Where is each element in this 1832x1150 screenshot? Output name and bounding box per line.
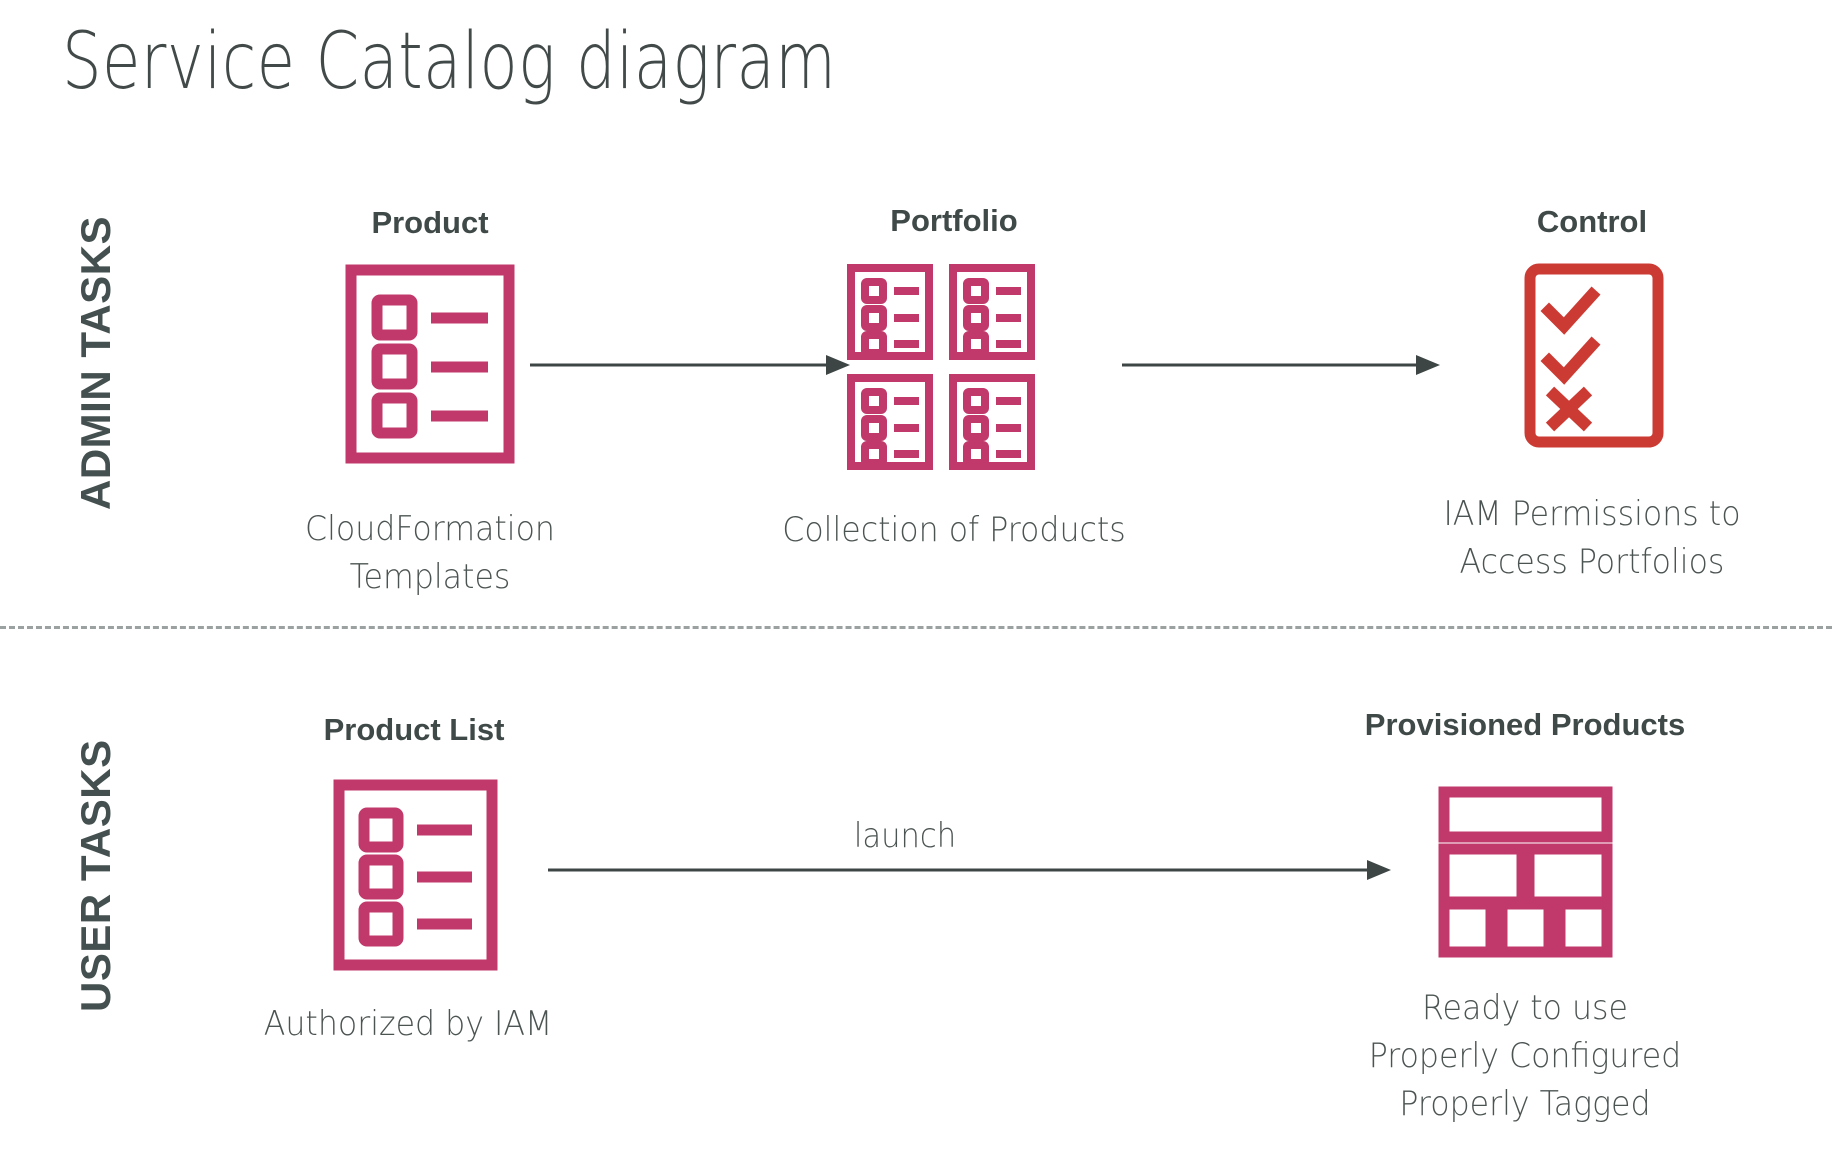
caption-control: IAM Permissions to Access Portfolios xyxy=(1443,490,1740,586)
arrow-portfolio-to-control xyxy=(1122,350,1440,385)
caption-line: IAM Permissions to xyxy=(1443,494,1741,534)
edge-label-launch: launch xyxy=(853,816,957,856)
product-list-document-icon xyxy=(333,779,498,976)
caption-provisioned-products: Ready to use Properly Configured Properl… xyxy=(1369,984,1681,1128)
checklist-approval-icon xyxy=(1524,263,1664,453)
caption-line: Properly Configured xyxy=(1368,1036,1682,1076)
node-title-product-list: Product List xyxy=(323,712,505,747)
product-list-document-icon xyxy=(345,264,515,469)
node-title-control: Control xyxy=(1536,204,1648,239)
caption-line: Collection of Products xyxy=(782,510,1126,550)
portfolio-four-documents-icon xyxy=(843,262,1063,482)
caption-line: CloudFormation xyxy=(305,509,555,549)
caption-product: CloudFormation Templates xyxy=(305,505,555,601)
caption-portfolio: Collection of Products xyxy=(782,506,1126,554)
caption-line: Properly Tagged xyxy=(1399,1084,1651,1124)
caption-line: Authorized by IAM xyxy=(263,1004,553,1044)
page-title: Service Catalog diagram xyxy=(62,17,837,107)
caption-line: Access Portfolios xyxy=(1459,542,1725,582)
node-title-provisioned-products: Provisioned Products xyxy=(1364,707,1686,742)
lane-divider xyxy=(0,626,1832,629)
lane-label-admin-tasks: ADMIN TASKS xyxy=(72,215,119,510)
arrow-product-to-portfolio xyxy=(530,350,850,385)
caption-line: Templates xyxy=(349,557,511,597)
arrow-launch xyxy=(548,855,1391,890)
caption-product-list: Authorized by IAM xyxy=(264,1000,552,1048)
lane-label-user-tasks: USER TASKS xyxy=(72,739,119,1012)
node-title-portfolio: Portfolio xyxy=(890,203,1018,238)
dashboard-tiles-icon xyxy=(1438,786,1613,963)
caption-line: Ready to use xyxy=(1422,988,1628,1028)
node-title-product: Product xyxy=(371,205,489,240)
